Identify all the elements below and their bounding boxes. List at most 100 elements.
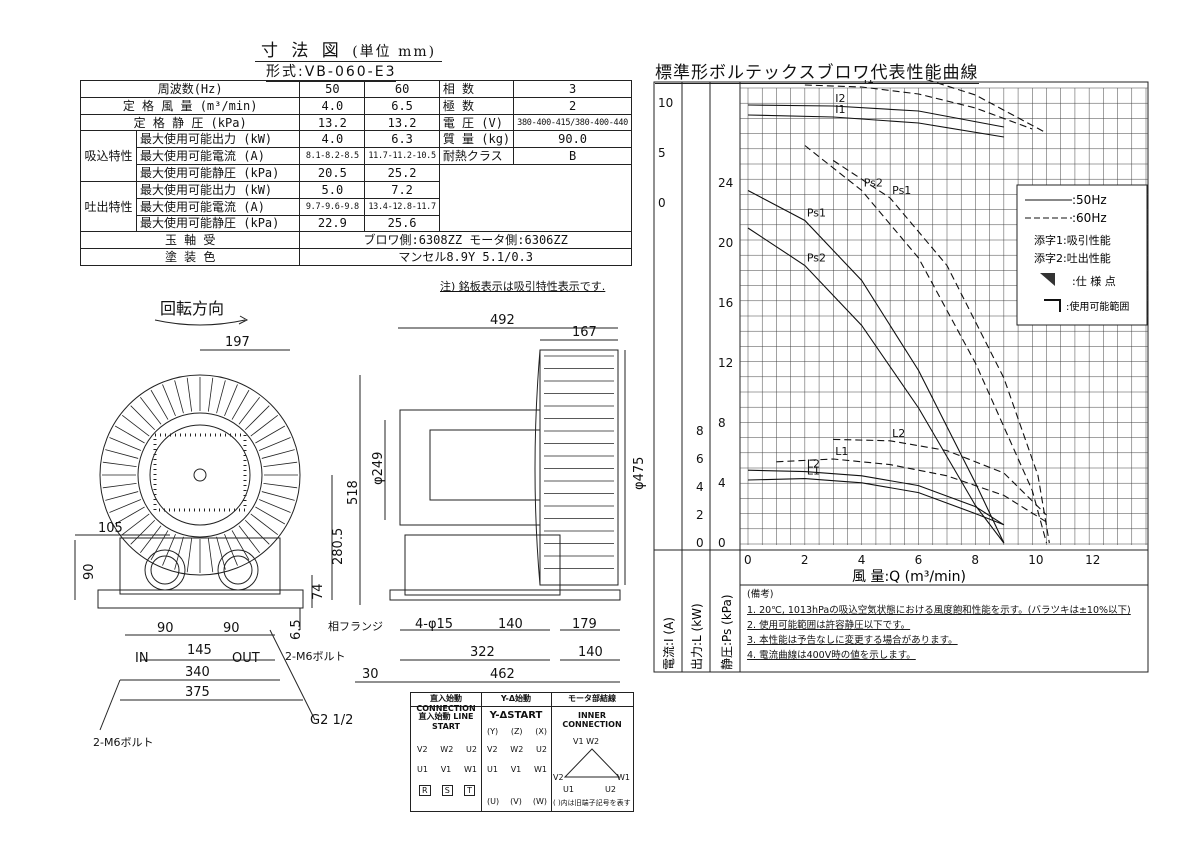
i-tick: 5 xyxy=(658,146,666,160)
curve-i1-60hz xyxy=(804,84,1033,130)
wiring-col3-title: モータ部結線 xyxy=(551,693,633,707)
spec-row-bearing: 玉 軸 受 ブロワ側:6308ZZ モータ側:6306ZZ xyxy=(79,231,632,250)
suction-group-label: 吸込特性 xyxy=(79,130,138,182)
paint-value: マンセル8.9Y 5.1/0.3 xyxy=(299,248,632,266)
dim-6-5: 6.5 xyxy=(289,619,304,640)
note-header: (備考) xyxy=(747,588,773,600)
x-tick: 10 xyxy=(1028,553,1043,567)
airflow-50: 4.0 xyxy=(299,96,366,115)
curve-ps1-60hz xyxy=(832,160,1050,544)
dim-375: 375 xyxy=(185,685,210,700)
nameplate-note: 注) 銘板表示は吸引特性表示です. xyxy=(440,280,606,293)
x-tick: 12 xyxy=(1085,553,1100,567)
curve-label: L2 xyxy=(807,458,820,471)
wiring-col1-title: 直入始動 CONNECTION xyxy=(411,693,481,713)
dim-90a: 90 xyxy=(157,621,174,636)
x-tick: 8 xyxy=(971,553,979,567)
i-tick: 0 xyxy=(658,196,666,210)
dim-475: φ475 xyxy=(632,457,647,490)
yd-paren-x: (X) xyxy=(535,727,547,736)
dim-145: 145 xyxy=(187,643,212,658)
l-tick: 6 xyxy=(696,452,704,466)
curve-i1-50hz xyxy=(747,114,1004,138)
dim-322: 322 xyxy=(470,645,495,660)
bearing-value: ブロワ側:6308ZZ モータ側:6306ZZ xyxy=(299,231,632,250)
dim-492: 492 xyxy=(490,313,515,328)
chart-notes: (備考) 1. 20℃, 1013hPaの吸込空気状態における風度飽和性能を示す… xyxy=(747,588,1131,661)
blower-base-front xyxy=(119,537,281,595)
dim-140a: 140 xyxy=(498,617,523,632)
freq-label: 周波数(Hz) xyxy=(79,80,301,98)
voltage-label: 電 圧 (V) xyxy=(438,113,515,132)
g2-label: G2 1/2 xyxy=(310,713,353,728)
curve-label: L1 xyxy=(807,465,820,478)
discharge-current-50: 9.7-9.6-9.8 xyxy=(299,197,366,216)
legend-60hz: :60Hz xyxy=(1072,211,1107,225)
term-v1: V1 xyxy=(440,765,452,774)
wiring-col2-sub: Y-ΔSTART xyxy=(489,710,543,721)
yd-term-u2: U2 xyxy=(536,745,547,754)
spec-row-suction-output: 吸込特性 最大使用可能出力 (kW) 4.0 6.3 質 量 (kg) 90.0 xyxy=(79,130,632,182)
note-3: 3. 本性能は予告なしに変更する場合があります。 xyxy=(747,634,958,646)
wiring-col-inner: モータ部結線 INNER CONNECTION V1 W2 V2 W1 U1 U… xyxy=(551,693,633,811)
yd-bottom-u: (U) xyxy=(487,797,500,806)
poles-value: 2 xyxy=(513,96,632,115)
legend-spec-point: :仕 様 点 xyxy=(1072,274,1116,288)
poles-label: 極 数 xyxy=(438,96,515,115)
wiring-col2-title: Y-Δ始動 xyxy=(481,693,551,707)
x-tick: 0 xyxy=(744,553,752,567)
ps-tick: 16 xyxy=(718,296,733,310)
spec-row-suction-static: 最大使用可能静圧 (kPa) 20.5 25.2 xyxy=(81,164,633,233)
wiring-diagram: 直入始動 CONNECTION 直入始動 LINE START V2 W2 U2 U… xyxy=(410,692,634,812)
discharge-current-label: 最大使用可能電流 (A) xyxy=(136,197,301,216)
suction-current-60: 11.7-11.2-10.5 xyxy=(364,147,440,166)
ps-tick: 24 xyxy=(718,176,733,190)
ps-tick: 8 xyxy=(718,416,726,430)
note-1: 1. 20℃, 1013hPaの吸込空気状態における風度飽和性能を示す。(バラツ… xyxy=(747,604,1131,616)
ps-tick: 20 xyxy=(718,236,733,250)
legend-suffix1: 添字1:吸引性能 xyxy=(1034,233,1111,247)
axis-label-output: 出力:L (kW) xyxy=(690,603,704,670)
dim-179: 179 xyxy=(572,617,597,632)
dim-74: 74 xyxy=(311,583,326,600)
curve-l1-50hz xyxy=(747,478,1005,526)
discharge-static-label: 最大使用可能静圧 (kPa) xyxy=(136,214,301,233)
yd-term-v2: V2 xyxy=(487,745,498,754)
holes-label: 4-φ15 xyxy=(415,617,453,632)
curve-l1-60hz xyxy=(776,458,1047,523)
blower-casing-front xyxy=(99,374,301,576)
suction-static-60: 25.2 xyxy=(364,164,440,182)
dim-105: 105 xyxy=(98,521,123,536)
yd-paren-y: (Y) xyxy=(487,727,499,736)
wiring-col3-sub: INNER CONNECTION xyxy=(562,711,622,729)
tri-right: W1 xyxy=(617,773,630,782)
discharge-output-label: 最大使用可能出力 (kW) xyxy=(136,180,301,199)
spec-row-discharge-static: 最大使用可能静圧 (kPa) 22.9 25.6 xyxy=(81,214,632,233)
suction-static-50: 20.5 xyxy=(299,164,366,182)
suction-current-label: 最大使用可能電流 (A) xyxy=(136,147,301,166)
drawing-title-text: 寸 法 図 xyxy=(261,41,343,61)
legend-suffix2: 添字2:吐出性能 xyxy=(1034,251,1111,265)
wiring-footnote: ( )内は旧端子記号を表す xyxy=(553,799,631,807)
dim-30: 30 xyxy=(362,667,379,682)
dim-280-5: 280.5 xyxy=(331,528,346,565)
pressure-60: 13.2 xyxy=(364,113,440,132)
term-t: T xyxy=(464,785,475,796)
curve-label: Ps2 xyxy=(864,177,883,190)
yd-term-u1: U1 xyxy=(487,765,498,774)
paint-label: 塗 装 色 xyxy=(79,248,301,266)
wiring-col1-sub: 直入始動 LINE START xyxy=(418,712,474,731)
spec-row-pressure: 定 格 静 圧 (kPa) 13.2 13.2 電 圧 (V) 380-400-… xyxy=(79,113,632,132)
dim-518: 518 xyxy=(346,480,361,505)
yd-term-w2: W2 xyxy=(510,745,524,754)
axis-label-static: 静圧:Ps (kPa) xyxy=(720,595,734,671)
insulation-value: B xyxy=(513,147,632,166)
spec-table: 周波数(Hz) 50 60 相 数 3 定 格 風 量 (m³/min) 4.0… xyxy=(79,80,633,266)
spec-point-icon xyxy=(1040,273,1055,286)
discharge-current-60: 13.4-12.8-11.7 xyxy=(364,197,440,216)
term-s: S xyxy=(441,785,453,796)
dim-167: 167 xyxy=(572,325,597,340)
delta-triangle xyxy=(563,748,621,778)
